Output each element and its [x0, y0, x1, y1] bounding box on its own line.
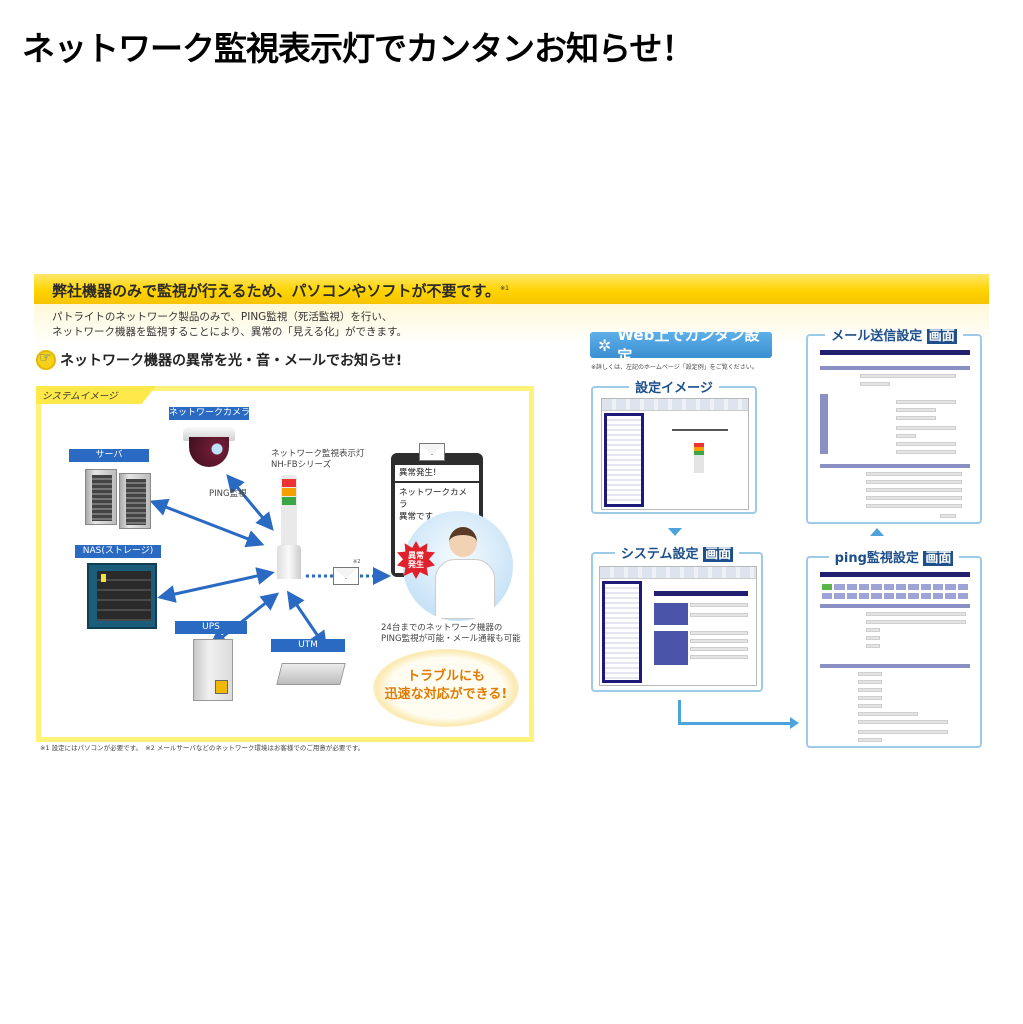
section-heading: ネットワーク機器の異常を光・音・メールでお知らせ! [36, 350, 402, 370]
ups-label: UPS [175, 621, 247, 634]
ping-device-slot [871, 584, 882, 590]
network-camera-image [183, 427, 235, 467]
utm-image [276, 663, 346, 685]
ping-device-slot [895, 584, 907, 590]
ups-image [193, 639, 233, 701]
system-settings-frame: システム設定 画面 [591, 547, 763, 692]
flow-arrow-right [790, 717, 799, 729]
ping-device-slot [932, 584, 944, 590]
feature-panel: 弊社機器のみで監視が行えるため、パソコンやソフトが不要です。※1 パトライトのネ… [34, 268, 989, 758]
banner [34, 274, 989, 304]
signal-tower-image [277, 475, 301, 579]
mail-envelope-icon [419, 443, 445, 461]
mail-envelope-icon [333, 567, 359, 585]
capability-text: 24台までのネットワーク機器の PING監視が可能・メール通報も可能 [381, 623, 521, 644]
ping-device-slot [895, 593, 907, 599]
web-setup-badge: ✲ Web上でカンタン設定 [590, 326, 772, 365]
ping-device-slot [858, 593, 870, 599]
system-image-box: システムイメージ ネットワークカメラ サーバ PING監 [36, 386, 534, 742]
ping-device-slot [883, 593, 894, 599]
footnote: ※1 設定にはパソコンが必要です。 ※2 メールサーバなどのネットワーク環境はお… [40, 744, 365, 752]
ping-device-slot [834, 584, 845, 590]
system-settings-screenshot [599, 566, 757, 686]
ping-device-slot [822, 593, 833, 599]
flow-arrow-down [668, 528, 682, 536]
ping-settings-frame: ping監視設定 画面 [806, 551, 982, 748]
camera-label: ネットワークカメラ [169, 407, 251, 420]
ping-device-slot [883, 584, 894, 590]
server-image [119, 473, 151, 529]
mail-settings-frame: メール送信設定 画面 [806, 329, 982, 524]
ping-device-slot [846, 593, 857, 599]
ping-device-slot [822, 584, 833, 590]
gear-icon: ✲ [598, 335, 612, 355]
ping-settings-screenshot [816, 570, 974, 746]
trouble-text: トラブルにも 迅速な対応ができる! [384, 669, 508, 702]
server-image [85, 469, 117, 525]
ping-device-slot [908, 593, 919, 599]
ping-device-slot [858, 584, 870, 590]
ping-device-slot [920, 584, 931, 590]
nas-image [87, 563, 157, 629]
tower-label: ネットワーク監視表示灯 NH-FBシリーズ [271, 449, 365, 470]
banner-note-mark: ※1 [500, 285, 509, 292]
settings-image-screenshot [601, 398, 749, 510]
ping-device-slot [945, 584, 956, 590]
green-light [282, 497, 296, 505]
ping-device-slot [846, 584, 857, 590]
flow-arrow-up [870, 528, 884, 536]
ping-device-slot [945, 593, 956, 599]
flow-line [678, 700, 681, 724]
ping-device-slot [834, 593, 845, 599]
utm-label: UTM [271, 639, 345, 652]
ping-device-slot [932, 593, 944, 599]
ups-arrow [208, 592, 280, 648]
page-title: ネットワーク監視表示灯でカンタンお知らせ！ [22, 29, 694, 68]
red-light [282, 479, 296, 487]
banner-text: 弊社機器のみで監視が行えるため、パソコンやソフトが不要です。※1 [52, 282, 509, 300]
ping-settings-title: ping監視設定 [834, 551, 919, 566]
camera-arrow [226, 474, 274, 531]
settings-image-frame: 設定イメージ [591, 381, 757, 514]
operator-illustration [403, 511, 513, 621]
nas-arrow [157, 567, 275, 603]
phone-alert-text: 異常発生! [395, 465, 479, 481]
intro-text: パトライトのネットワーク製品のみで、PING監視（死活監視）を行い、 ネットワー… [52, 311, 408, 338]
orange-light [282, 488, 296, 496]
web-setup-note: ※詳しくは、左記のホームページ「設定例」をご覧ください。 [591, 364, 758, 371]
ping-device-slot [908, 584, 919, 590]
server-label: サーバ [69, 449, 149, 462]
mail-settings-screenshot [816, 348, 974, 520]
nas-label: NAS(ストレージ) [75, 545, 161, 558]
mail-note-mark: ※2 [353, 559, 361, 565]
ping-label: PING監視 [209, 489, 247, 499]
pointing-hand-icon [36, 350, 56, 370]
utm-arrow [286, 590, 328, 650]
server-arrow [149, 498, 265, 548]
mail-settings-title: メール送信設定 [831, 329, 923, 344]
flow-line [678, 722, 790, 725]
system-settings-title: システム設定 [620, 547, 699, 562]
system-image-tab: システムイメージ [36, 386, 156, 404]
ping-device-slot [957, 593, 968, 599]
ping-device-slot [871, 593, 882, 599]
ping-device-slot [957, 584, 968, 590]
trouble-burst [373, 649, 519, 727]
ping-device-slot [920, 593, 931, 599]
settings-image-title: 設定イメージ [629, 381, 719, 396]
